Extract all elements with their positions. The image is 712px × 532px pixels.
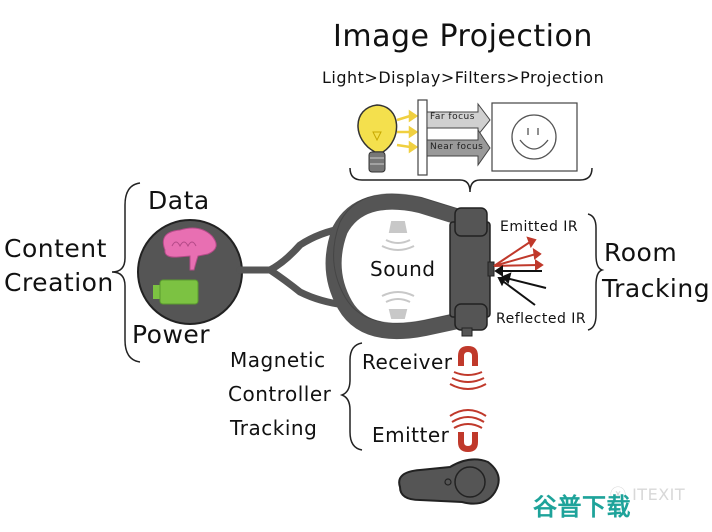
data-label: Data (148, 186, 210, 215)
far-focus-arrow (426, 102, 491, 137)
receiver-label: Receiver (362, 350, 453, 374)
magnetic-tracking-brace (339, 342, 363, 451)
light-rays-icon (396, 109, 419, 154)
emitter-label: Emitter (372, 423, 450, 447)
light-bulb-icon (357, 104, 398, 173)
emitter-magnet-icon (449, 409, 487, 452)
battery-icon (153, 279, 199, 305)
reflected-ir-rays (494, 265, 547, 306)
watermark-secondary: ⓧ ITEXIT (610, 485, 686, 504)
cable (236, 224, 349, 309)
tracking-label: Tracking (602, 274, 711, 303)
projection-screen (491, 102, 578, 172)
watermark: 谷普下载 (533, 493, 631, 521)
power-label: Power (132, 320, 211, 349)
room-label: Room (604, 238, 678, 267)
controller-icon (398, 458, 500, 505)
magnetic-label: Magnetic (230, 348, 326, 372)
brain-icon (162, 227, 217, 271)
room-tracking-brace (587, 213, 605, 331)
display-panel (417, 99, 428, 176)
receiver-magnet-icon (449, 346, 487, 390)
subtitle: Light>Display>Filters>Projection (322, 68, 605, 87)
content-creation-brace (111, 182, 141, 363)
headset-strap (325, 193, 465, 339)
sound-label: Sound (370, 257, 436, 281)
tracking-label-2: Tracking (230, 416, 318, 440)
near-focus-arrow (426, 128, 491, 167)
projection-brace (349, 167, 593, 193)
speaker-top-icon (381, 221, 415, 251)
controller-label: Controller (228, 382, 332, 406)
title: Image Projection (333, 19, 593, 54)
speaker-bottom-icon (381, 291, 415, 319)
headset-display-unit (449, 207, 495, 337)
smiley-face-icon (511, 114, 557, 160)
emitted-ir-label: Emitted IR (500, 219, 579, 235)
emitted-ir-rays (493, 236, 544, 271)
far-focus-label: Far focus (430, 112, 475, 122)
creation-label: Creation (4, 268, 114, 297)
content-label: Content (4, 234, 107, 263)
near-focus-label: Near focus (430, 142, 484, 152)
reflected-ir-label: Reflected IR (496, 311, 587, 327)
